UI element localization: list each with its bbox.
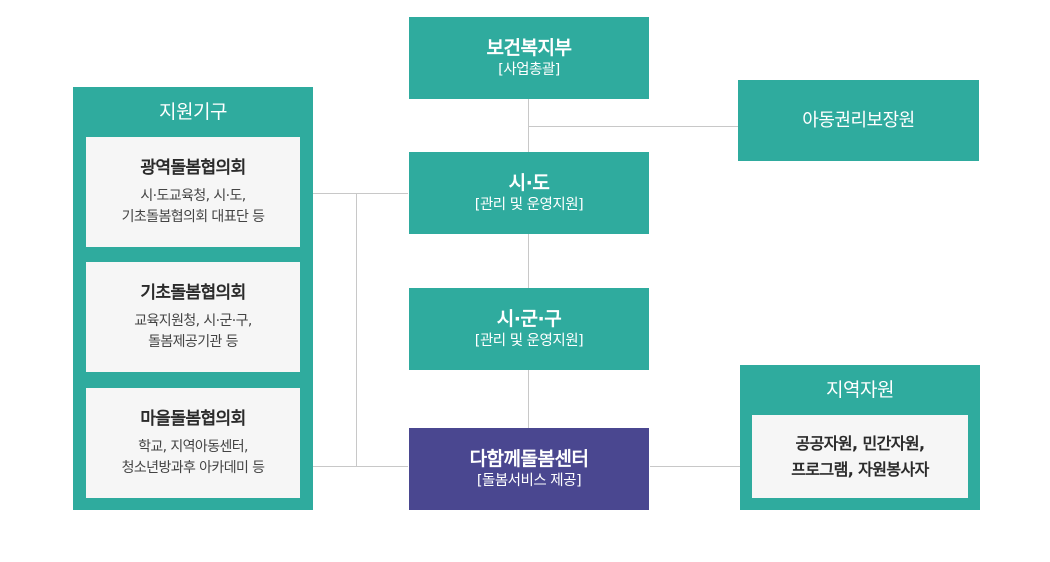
local-resources-card: 공공자원, 민간자원, 프로그램, 자원봉사자	[752, 415, 968, 498]
support-card-line: 시·도교육청, 시·도,	[140, 188, 246, 204]
support-card-basic: 기초돌봄협의회 교육지원청, 시·군·구, 돌봄제공기관 등	[86, 262, 300, 372]
support-card-title: 광역돌봄협의회	[140, 158, 246, 178]
support-card-line: 기초돌봄협의회 대표단 등	[121, 209, 265, 225]
support-card-line: 교육지원청, 시·군·구,	[134, 313, 252, 329]
ministry-box: 보건복지부 [사업총괄]	[409, 17, 649, 99]
sido-box: 시·도 [관리 및 운영지원]	[409, 152, 649, 234]
center-subtitle: [돌봄서비스 제공]	[476, 473, 582, 489]
child-rights-title: 아동권리보장원	[802, 109, 915, 131]
center-title: 다함께돌봄센터	[469, 448, 589, 470]
support-orgs-group: 지원기구 광역돌봄협의회 시·도교육청, 시·도, 기초돌봄협의회 대표단 등 …	[73, 87, 313, 510]
sigungu-title: 시·군·구	[496, 308, 562, 330]
sigungu-box: 시·군·구 [관리 및 운영지원]	[409, 288, 649, 370]
support-card-title: 마을돌봄협의회	[140, 409, 246, 429]
support-card-line: 청소년방과후 아카데미 등	[121, 460, 265, 476]
support-card-title: 기초돌봄협의회	[140, 283, 246, 303]
local-resources-group: 지역자원 공공자원, 민간자원, 프로그램, 자원봉사자	[740, 365, 980, 510]
local-resources-line: 공공자원, 민간자원,	[795, 433, 925, 453]
sido-title: 시·도	[508, 172, 550, 194]
sido-subtitle: [관리 및 운영지원]	[474, 197, 584, 213]
local-resources-line: 프로그램, 자원봉사자	[791, 459, 929, 479]
support-orgs-title: 지원기구	[159, 101, 227, 123]
sigungu-subtitle: [관리 및 운영지원]	[474, 333, 584, 349]
support-card-village: 마을돌봄협의회 학교, 지역아동센터, 청소년방과후 아카데미 등	[86, 388, 300, 498]
ministry-subtitle: [사업총괄]	[498, 62, 560, 78]
center-box: 다함께돌봄센터 [돌봄서비스 제공]	[409, 428, 649, 510]
child-rights-box: 아동권리보장원	[738, 80, 979, 161]
local-resources-title: 지역자원	[826, 379, 894, 401]
support-card-line: 학교, 지역아동센터,	[138, 439, 248, 455]
support-card-line: 돌봄제공기관 등	[148, 334, 238, 350]
support-card-regional: 광역돌봄협의회 시·도교육청, 시·도, 기초돌봄협의회 대표단 등	[86, 137, 300, 247]
ministry-title: 보건복지부	[486, 37, 572, 59]
